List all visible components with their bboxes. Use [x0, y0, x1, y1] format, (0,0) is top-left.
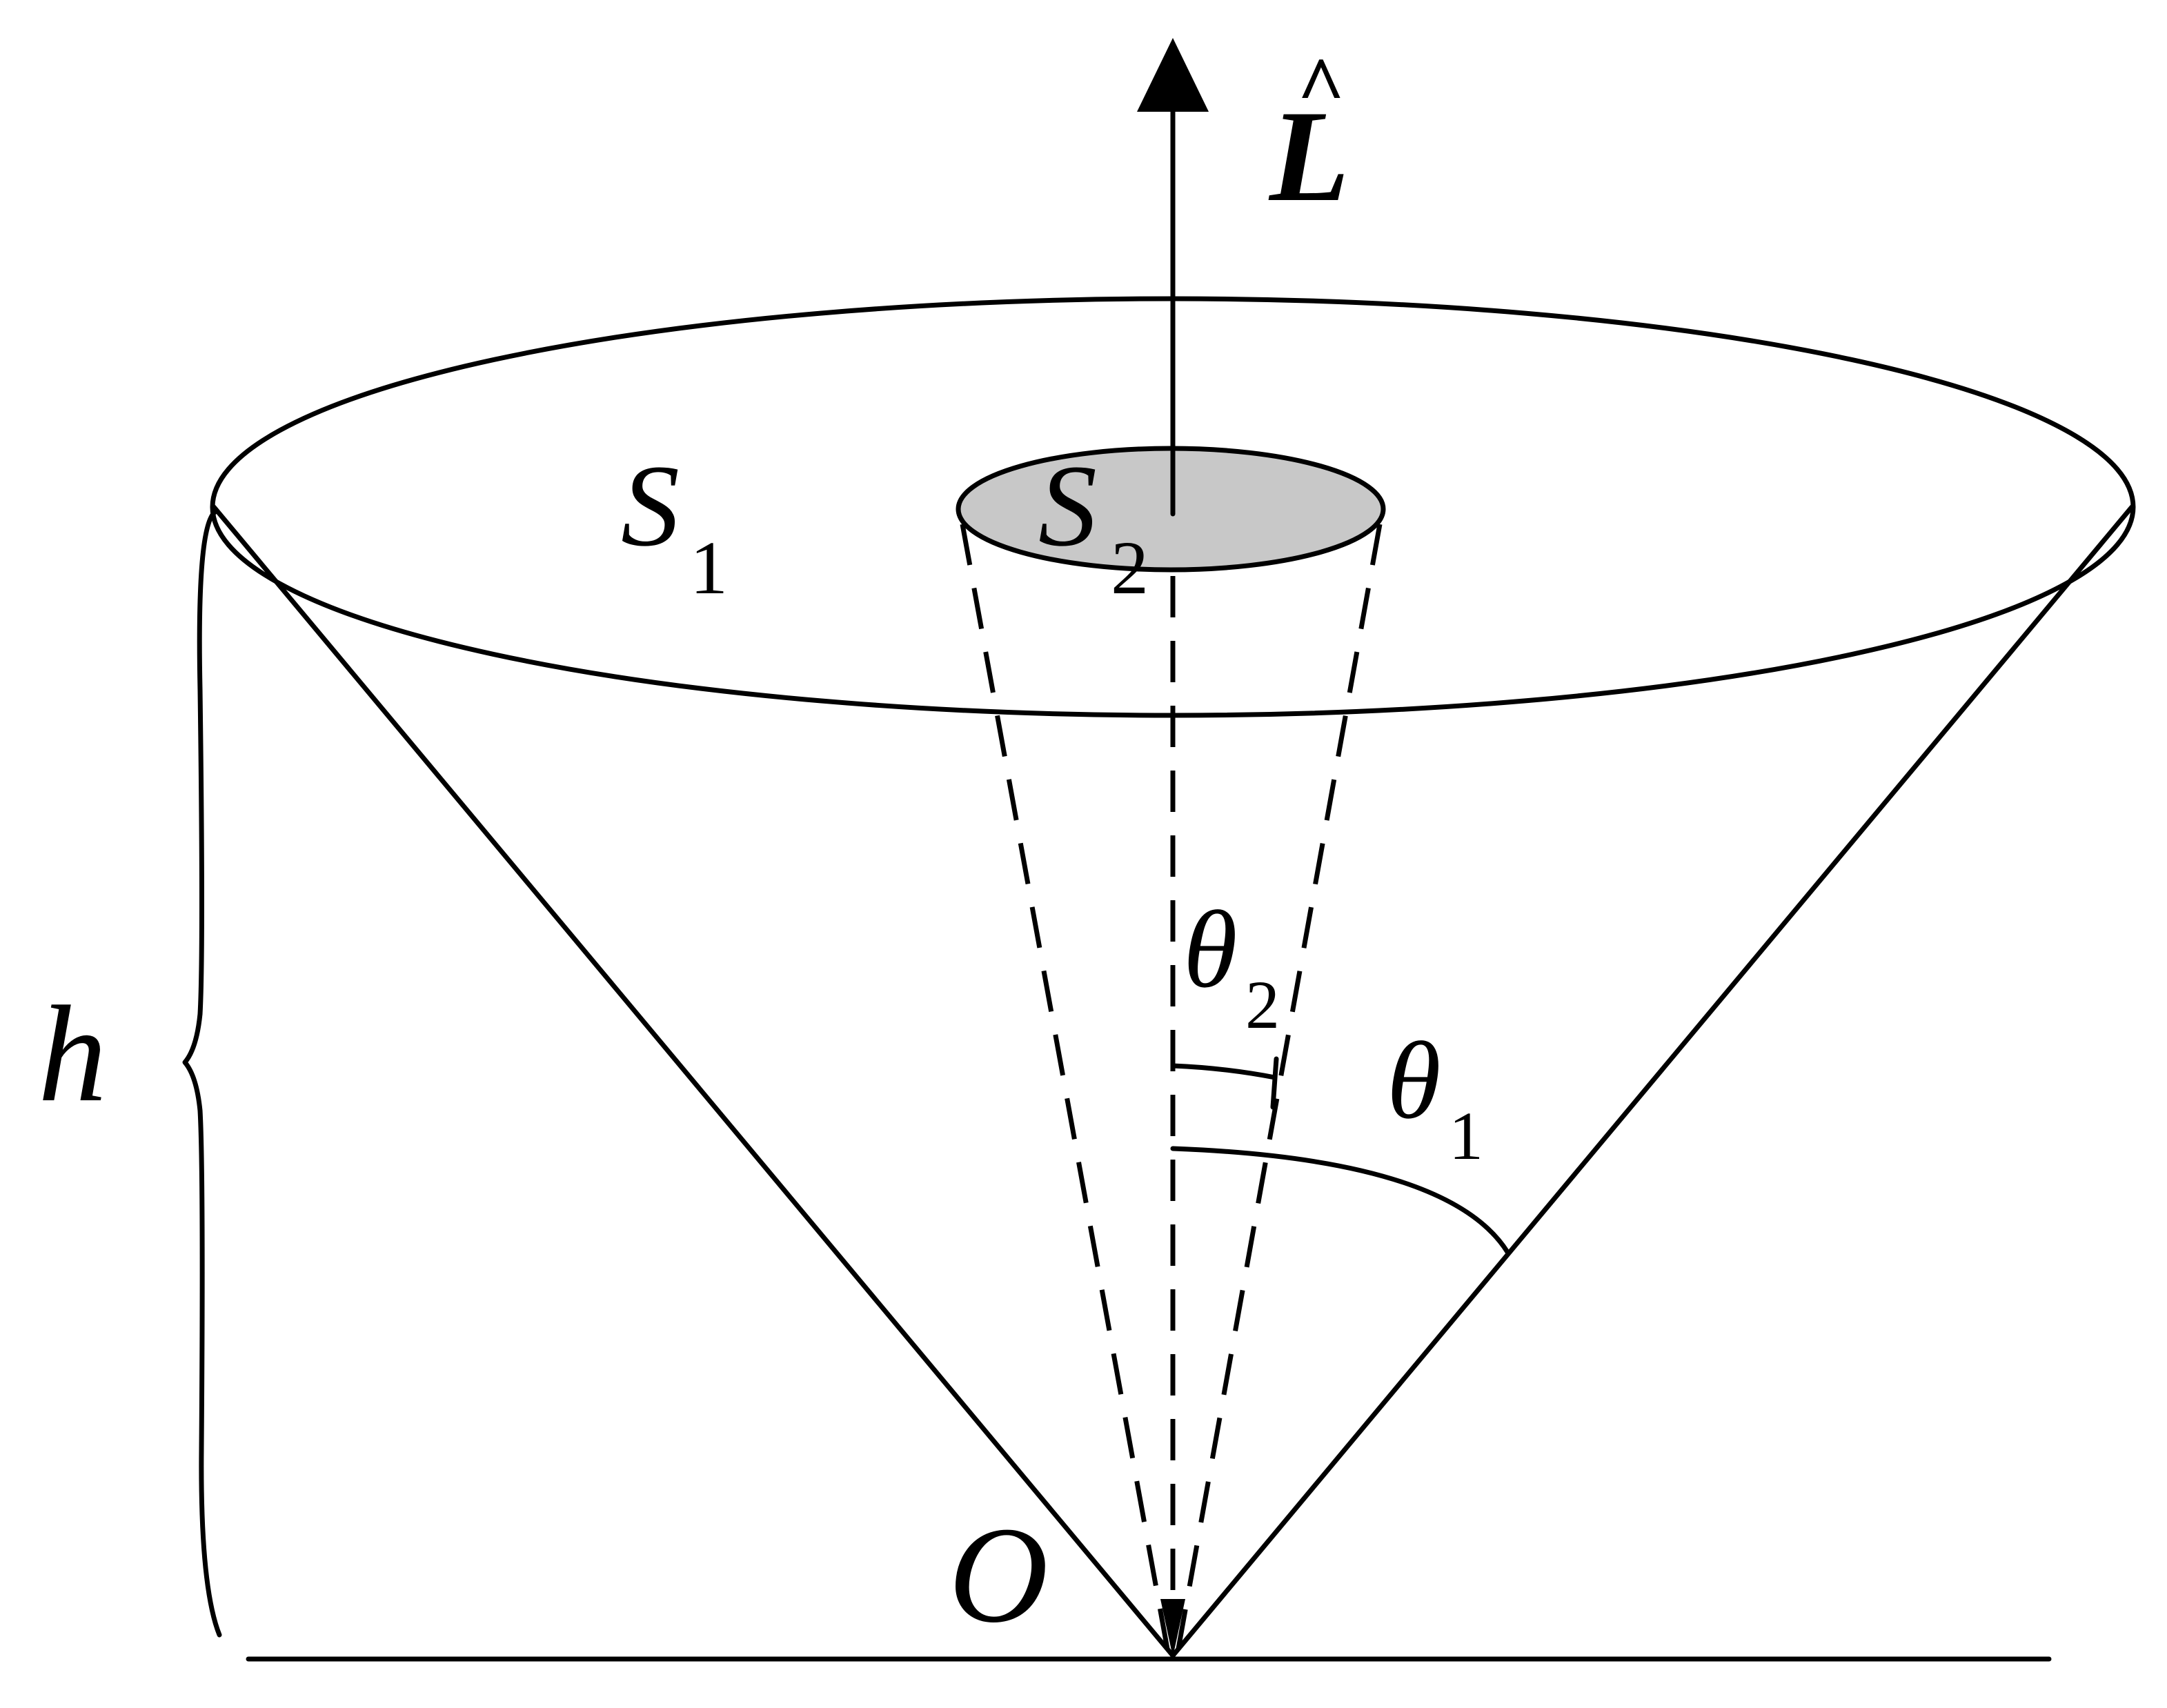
axis-vector-label: L: [1268, 84, 1349, 229]
theta2-arc-tick: [1270, 1056, 1279, 1110]
theta2-subscript: 2: [1245, 966, 1280, 1043]
theta1-label: θ: [1387, 1019, 1441, 1142]
height-label: h: [38, 978, 107, 1131]
outer-cone-left-edge: [211, 504, 1176, 1658]
region-s2-label: S: [1038, 441, 1097, 570]
theta2-label: θ: [1183, 888, 1238, 1011]
region-s2-subscript: 2: [1111, 526, 1149, 610]
theta1-arc: [1170, 1146, 1510, 1255]
theta2-arc: [1170, 1063, 1278, 1080]
axis-vector-hat: ^: [1297, 40, 1345, 132]
outer-cone-right-edge: [1170, 504, 2135, 1658]
inner-cone-right-edge: [1176, 524, 1383, 1649]
height-brace: [182, 509, 222, 1638]
axis-arrow-head: [1137, 38, 1209, 112]
apex-arrow-head: [1160, 1599, 1185, 1657]
theta1-subscript: 1: [1449, 1098, 1483, 1174]
origin-label: O: [949, 1499, 1048, 1651]
region-s1-label: S: [621, 441, 680, 570]
region-s1-subscript: 1: [690, 526, 728, 610]
inner-cone-left-edge: [960, 524, 1170, 1649]
